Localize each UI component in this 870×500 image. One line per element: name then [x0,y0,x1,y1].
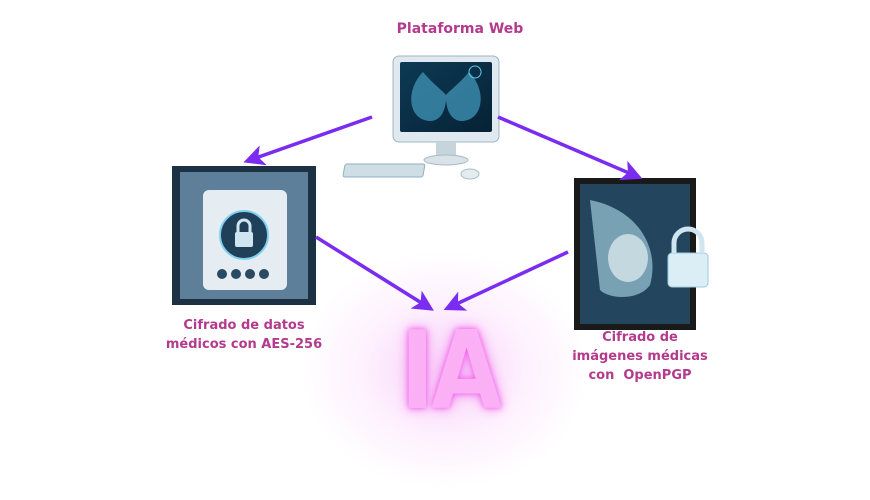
medical-data-encryption-image [172,166,316,305]
arrow-web-to-images [497,115,643,181]
caption-line: médicos con AES-256 [165,337,323,352]
ia-glow [300,250,590,490]
ia-label: IA [400,309,502,434]
arrow-data-to-ia [315,235,434,311]
arrow-images-to-ia [443,250,569,311]
caption-line: Cifrado de [602,330,678,345]
platform-title: Plataforma Web [396,21,524,37]
caption-line: con OpenPGP [588,368,692,383]
medical-image-encryption-image [574,178,709,330]
image-encryption-caption: Cifrado de imágenes médicas con OpenPGP [560,328,720,385]
data-encryption-caption: Cifrado de datos médicos con AES-256 [164,316,324,354]
arrow-web-to-data [243,115,373,166]
caption-line: imágenes médicas [572,349,708,364]
web-platform-computer-icon [342,55,500,180]
caption-line: Cifrado de datos [183,318,305,333]
